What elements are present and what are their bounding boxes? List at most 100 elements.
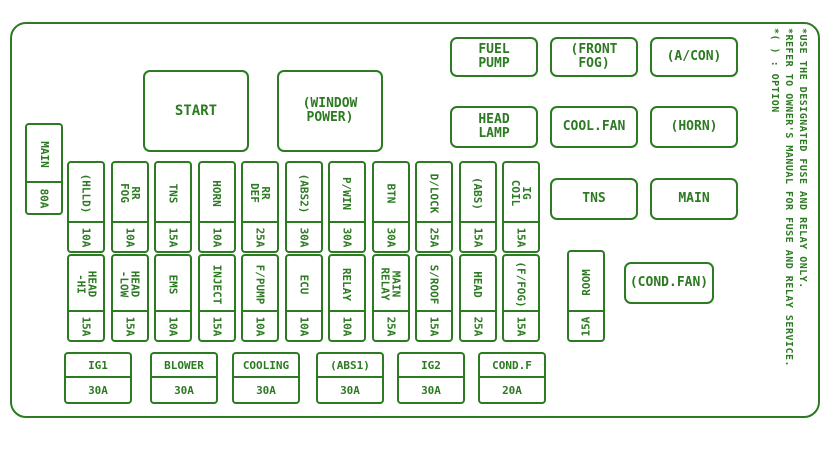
fuse-name: INJECT: [210, 264, 223, 304]
relay-start-label: START: [174, 103, 218, 119]
relay-main: MAIN: [650, 178, 738, 220]
large-fuse-name: IG1: [88, 358, 108, 372]
relay-cool-fan-label: COOL.FAN: [562, 119, 626, 134]
fuse-room: ROOM 15A: [567, 250, 605, 342]
service-notes: *USE THE DESIGNATED FUSE AND RELAY ONLY.…: [750, 28, 810, 408]
bottom-fuse: RELAY 10A: [328, 254, 366, 342]
fuse-name: (ABS2): [297, 173, 310, 213]
top-fuse: (ABS) 15A: [458, 161, 497, 253]
fuse-amp: 15A: [123, 316, 136, 336]
large-fuse-amp: 30A: [66, 376, 130, 402]
large-fuse-amp: 30A: [152, 376, 216, 402]
relay-fuel-pump: FUEL PUMP: [450, 37, 538, 77]
top-fuse: D/LOCK 25A: [415, 161, 453, 253]
fuse-name: HEAD: [471, 270, 484, 298]
fuse-amp: 10A: [210, 227, 223, 247]
fuse-amp: 10A: [166, 316, 180, 336]
fuse-room-amp: 15A: [579, 316, 593, 336]
fuse-amp: 30A: [297, 227, 310, 247]
bottom-fuse: HEAD -HI 15A: [67, 254, 105, 342]
fuse-amp: 10A: [340, 316, 354, 336]
fuse-name: BTN: [384, 183, 397, 203]
fuse-amp: 10A: [297, 316, 310, 336]
fuse-name: D/LOCK: [427, 173, 441, 213]
relay-head-lamp: HEAD LAMP: [450, 106, 538, 148]
large-fuse-name: (ABS1): [330, 358, 370, 372]
relay-front-fog-label: (FRONT FOG): [570, 42, 618, 71]
relay-cool-fan: COOL.FAN: [550, 106, 638, 148]
fuse-name: (F/FOG): [514, 260, 528, 308]
bottom-fuse: (F/FOG) 15A: [502, 254, 540, 342]
note-refer-manual: *REFER TO OWNER'S MANUAL FOR FUSE AND RE…: [783, 28, 794, 368]
fuse-amp: 30A: [340, 227, 354, 247]
fuse-name: (ABS): [471, 176, 484, 210]
fuse-name: RR FOG: [117, 183, 142, 203]
fuse-amp: 15A: [514, 316, 528, 336]
fuse-name: RR DEF: [248, 183, 272, 203]
large-fuse-amp: 30A: [234, 376, 298, 402]
large-fuse-name: COOLING: [242, 358, 290, 372]
fuse-amp: 30A: [384, 227, 397, 247]
fuse-name: HORN: [210, 179, 223, 207]
large-fuse-name: COND.F: [492, 358, 532, 372]
fuse-amp: 15A: [427, 316, 441, 336]
relay-fuel-pump-label: FUEL PUMP: [478, 42, 510, 71]
bottom-fuse: MAIN RELAY 25A: [371, 254, 410, 342]
fuse-amp: 15A: [79, 316, 93, 336]
fuse-name: F/PUMP: [253, 264, 267, 304]
relay-tns-label: TNS: [582, 191, 606, 206]
top-fuse: TNS 15A: [154, 161, 192, 253]
fuse-main-amp: 80A: [37, 188, 51, 208]
bottom-fuse: INJECT 15A: [197, 254, 236, 342]
relay-head-lamp-label: HEAD LAMP: [478, 112, 510, 141]
fuse-name: (HLLD): [79, 173, 93, 213]
relay-window-power-label: (WINDOW POWER): [302, 96, 358, 125]
top-fuse: HORN 10A: [197, 161, 236, 253]
top-fuse: (ABS2) 30A: [284, 161, 323, 253]
relay-tns: TNS: [550, 178, 638, 220]
large-fuse-amp: 20A: [480, 376, 544, 402]
fuse-name: RELAY: [340, 267, 354, 301]
fuse-main: MAIN 80A: [25, 123, 63, 215]
fuse-amp: 15A: [514, 227, 528, 247]
large-fuse-amp: 30A: [318, 376, 382, 402]
relay-front-fog: (FRONT FOG): [550, 37, 638, 77]
top-fuse: RR DEF 25A: [241, 161, 279, 253]
note-use-designated: *USE THE DESIGNATED FUSE AND RELAY ONLY.: [797, 28, 808, 289]
fuse-amp: 10A: [123, 227, 136, 247]
fuse-main-name: MAIN: [37, 140, 51, 168]
fuse-name: MAIN RELAY: [378, 267, 403, 301]
fuse-name: ECU: [297, 274, 310, 294]
relay-window-power: (WINDOW POWER): [277, 70, 383, 152]
large-fuse-name: BLOWER: [164, 358, 204, 372]
fuse-amp: 15A: [471, 227, 484, 247]
fuse-amp: 25A: [253, 227, 267, 247]
relay-main-label: MAIN: [678, 191, 710, 206]
fuse-amp: 25A: [384, 316, 397, 336]
fuse-room-name: ROOM: [579, 268, 593, 296]
fuse-amp: 10A: [79, 227, 93, 247]
relay-horn: (HORN): [650, 106, 738, 148]
top-fuse: RR FOG 10A: [110, 161, 149, 253]
top-fuse: BTN 30A: [371, 161, 410, 253]
large-fuse-amp: 30A: [399, 376, 463, 402]
fuse-name: S/ROOF: [427, 264, 441, 304]
fuse-amp: 15A: [210, 316, 223, 336]
bottom-fuse: HEAD 25A: [458, 254, 497, 342]
fuse-name: P/WIN: [340, 176, 354, 210]
relay-cond-fan: (COND.FAN): [624, 262, 714, 304]
fuse-amp: 25A: [471, 316, 484, 336]
bottom-fuse: ECU 10A: [284, 254, 323, 342]
large-fuse: (ABS1) 30A: [316, 352, 384, 404]
fuse-amp: 25A: [427, 227, 441, 247]
fuse-name: HEAD -HI: [74, 270, 98, 298]
fuse-name: TNS: [166, 183, 180, 203]
fuse-amp: 15A: [166, 227, 180, 247]
large-fuse: COND.F 20A: [478, 352, 546, 404]
